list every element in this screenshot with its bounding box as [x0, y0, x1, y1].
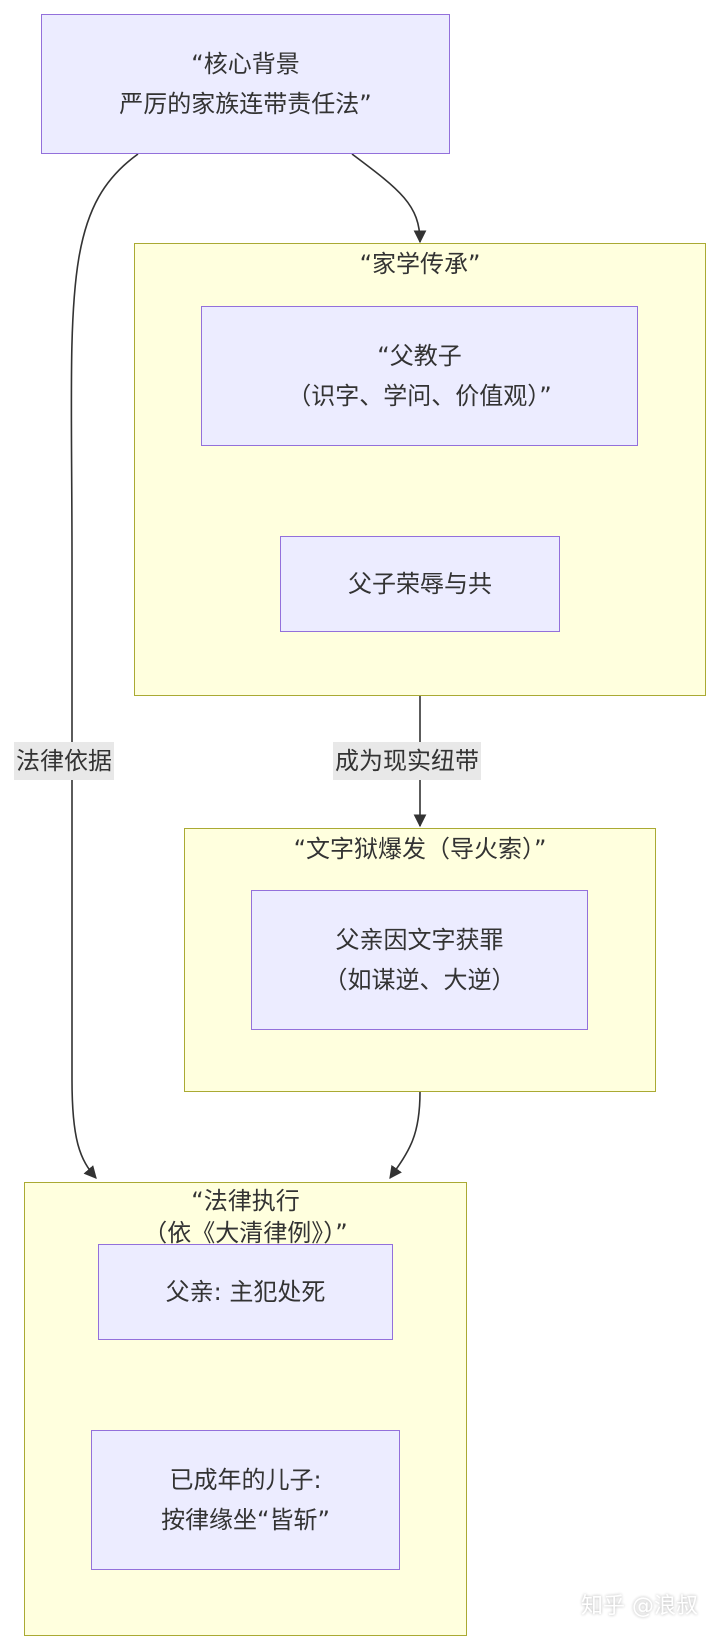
family-learning-title: “家学传承”	[359, 250, 481, 278]
father-teaches-node: “父教子 （识字、学问、价值观）”	[201, 306, 638, 446]
father-executed-text: 父亲: 主犯处死	[165, 1278, 326, 1306]
edge-background-to-family	[351, 153, 427, 244]
father-convicted-text: 父亲因文字获罪 （如谋逆、大逆）	[323, 926, 516, 994]
shared-honor-node: 父子荣辱与共	[280, 536, 560, 632]
adult-sons-node: 已成年的儿子: 按律缘坐“皆斩”	[91, 1430, 400, 1570]
adult-sons-text: 已成年的儿子: 按律缘坐“皆斩”	[161, 1466, 330, 1534]
father-teaches-text: “父教子 （识字、学问、价值观）”	[287, 342, 552, 410]
core-background-node: “核心背景 严厉的家族连带责任法”	[41, 14, 450, 154]
edge-inquisition-to-law	[389, 1091, 421, 1180]
literary-inquisition-title: “文字狱爆发（导火索）”	[293, 835, 547, 863]
law-enforcement-title: “法律执行 （依《大清律例》）”	[143, 1187, 348, 1247]
watermark-text: 知乎 @浪叔	[581, 1594, 698, 1619]
father-convicted-node: 父亲因文字获罪 （如谋逆、大逆）	[251, 890, 588, 1030]
father-executed-node: 父亲: 主犯处死	[98, 1244, 393, 1340]
shared-honor-text: 父子荣辱与共	[348, 570, 492, 598]
legal-basis-label: 法律依据	[14, 742, 114, 780]
real-bond-label: 成为现实纽带	[333, 742, 481, 780]
core-background-text: “核心背景 严厉的家族连带责任法”	[119, 50, 372, 118]
edge-background-to-law	[70, 153, 139, 1179]
